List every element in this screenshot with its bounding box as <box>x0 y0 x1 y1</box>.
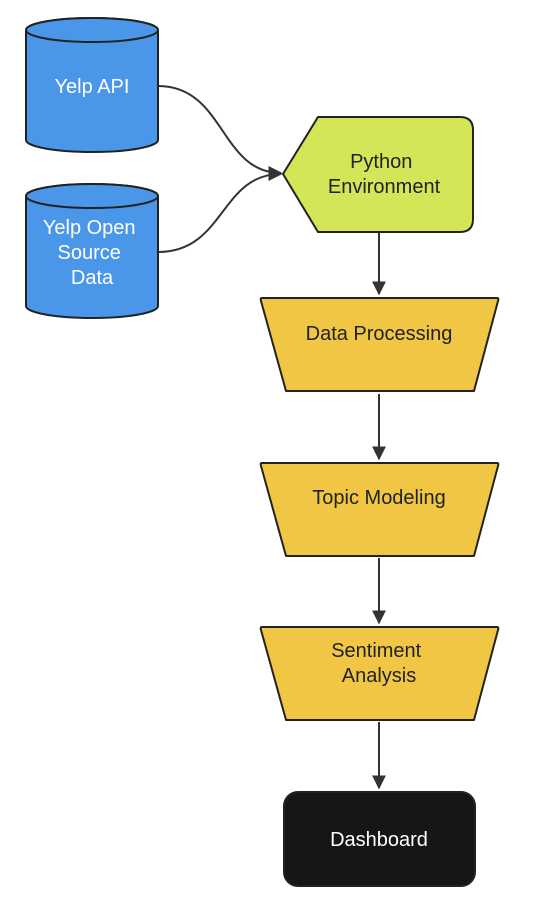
yelp-open-label-line-3: Data <box>71 267 114 289</box>
trapezoid-shape <box>259 626 500 721</box>
node-yelp-api: Yelp API <box>25 17 159 153</box>
cylinder-top <box>25 17 159 43</box>
python-env-label-line-1: Python <box>350 151 412 173</box>
dashboard-label: Dashboard <box>330 829 428 851</box>
node-data-processing: Data Processing <box>259 297 500 392</box>
yelp-api-label: Yelp API <box>55 76 130 98</box>
trapezoid-shape <box>259 297 500 392</box>
node-yelp-open-source-data: Yelp Open Source Data <box>25 183 159 319</box>
edge-yelp-open-to-python-env <box>157 167 283 253</box>
python-env-label-line-2: Environment <box>328 176 441 198</box>
rounded-rect-shape <box>283 791 476 887</box>
svg-text:Data Processing: Data Processing <box>306 323 453 345</box>
svg-text:Topic Modeling: Topic Modeling <box>312 487 445 509</box>
node-dashboard: Dashboard <box>283 791 476 887</box>
sentiment-analysis-label-line-2: Analysis <box>342 665 416 687</box>
data-processing-label: Data Processing <box>306 323 453 345</box>
svg-text:Python Environment: Python Environment <box>328 151 441 198</box>
svg-text:Yelp API: Yelp API <box>55 76 130 98</box>
trapezoid-shape <box>259 462 500 557</box>
sentiment-analysis-label-line-1: Sentiment <box>331 640 421 662</box>
yelp-open-label-line-2: Source <box>58 242 121 264</box>
svg-text:Sentiment Analysis: Sentiment Analysis <box>331 640 427 687</box>
cylinder-top <box>25 183 159 209</box>
edge-yelp-api-to-python-env <box>157 85 283 180</box>
node-sentiment-analysis: Sentiment Analysis <box>259 626 500 721</box>
node-python-environment: Python Environment <box>281 116 474 233</box>
yelp-open-label-line-1: Yelp Open <box>43 217 136 239</box>
topic-modeling-label: Topic Modeling <box>312 487 445 509</box>
node-topic-modeling: Topic Modeling <box>259 462 500 557</box>
display-shape <box>281 116 474 233</box>
edges <box>157 85 386 790</box>
svg-text:Dashboard: Dashboard <box>330 829 428 851</box>
svg-text:Yelp Open Source D: Yelp Open Source Data <box>43 217 141 289</box>
